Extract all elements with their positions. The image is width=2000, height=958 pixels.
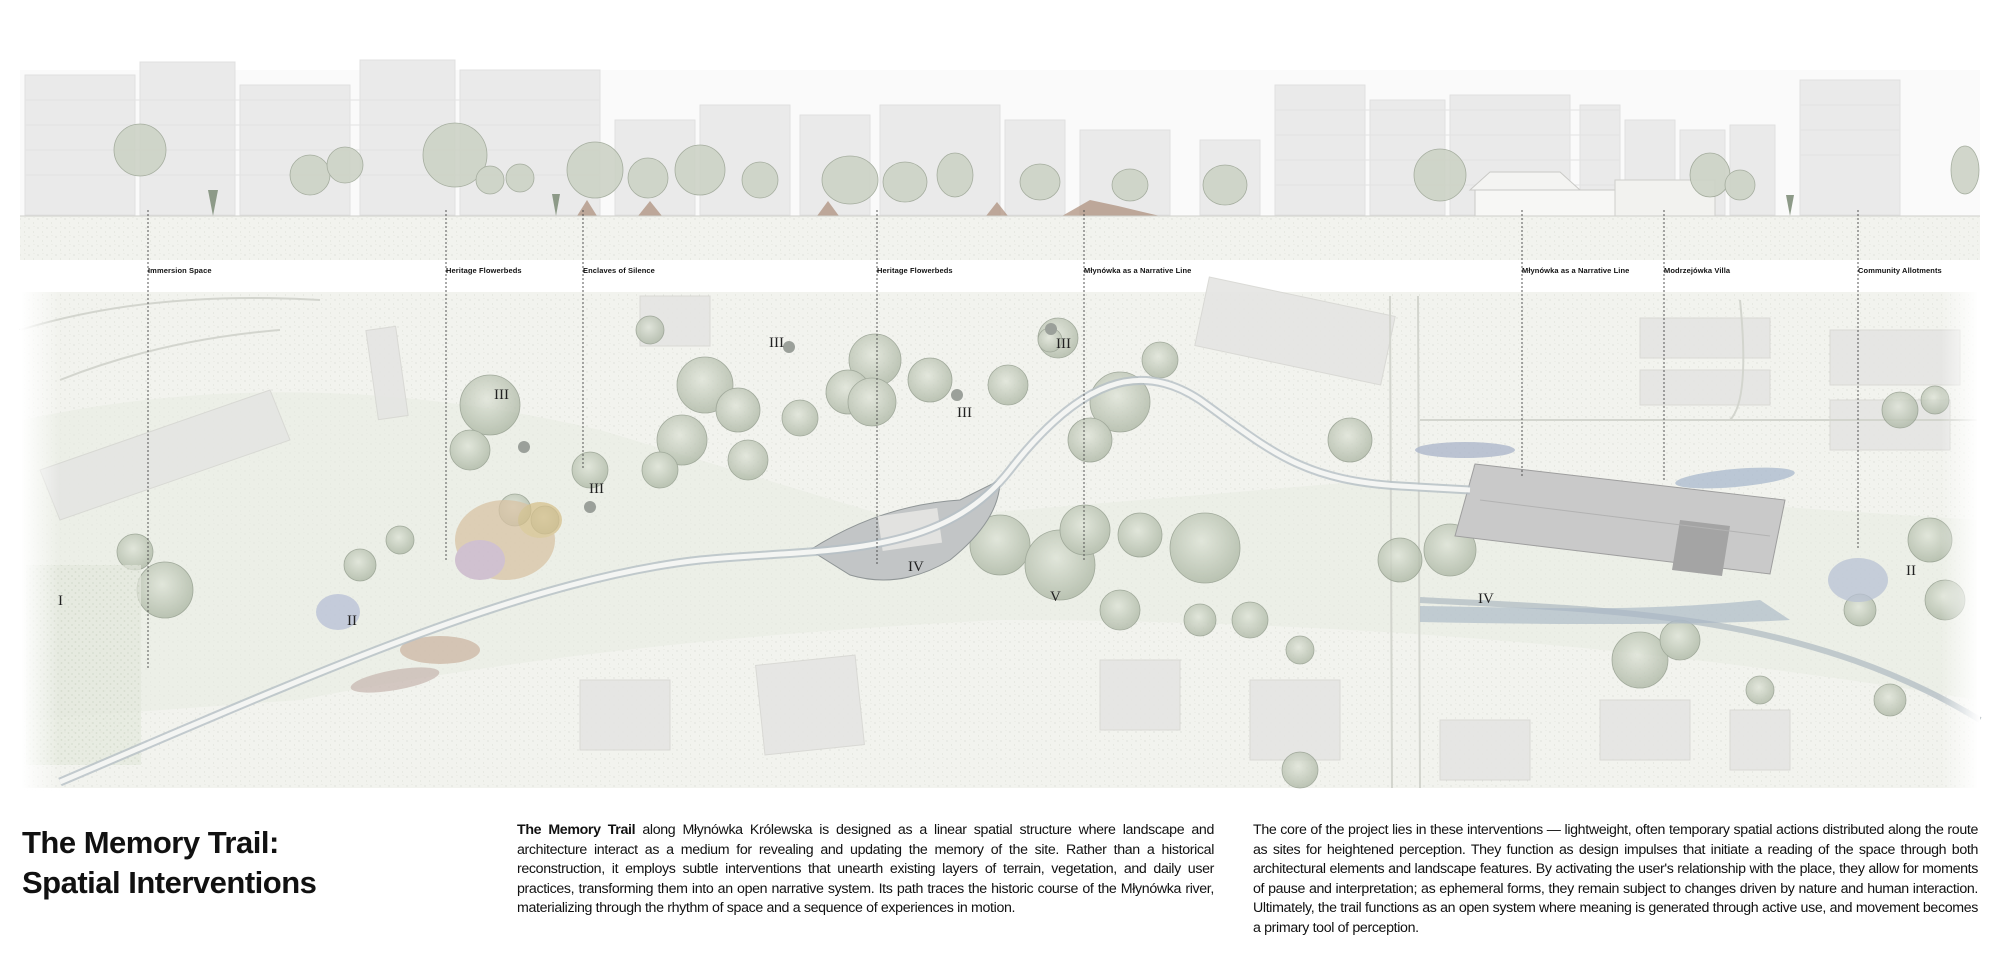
site-drawing [19, 59, 1982, 792]
zone-marker: III [957, 405, 972, 421]
description-body-2: The core of the project lies in these in… [1253, 822, 1978, 936]
zone-marker: III [589, 481, 604, 497]
elevation-section [20, 59, 1980, 260]
callout-community-allotments: Community Allotments [1858, 266, 1942, 275]
zone-marker: II [347, 613, 357, 629]
description-body-1: along Młynówka Królewska is designed as … [517, 822, 1214, 917]
zone-marker: I [58, 593, 63, 609]
river-channel [1420, 600, 1790, 625]
page-title-line-1: The Memory Trail: [22, 825, 279, 860]
callout-mlynowka-narrative-line: Młynówka as a Narrative Line [1522, 266, 1630, 275]
zone-marker: III [769, 335, 784, 351]
zone-marker: V [1050, 589, 1061, 605]
zone-marker: III [1056, 336, 1071, 352]
zone-marker: II [1906, 563, 1916, 579]
callout-heritage-flowerbeds: Heritage Flowerbeds [446, 266, 522, 275]
site-plan [19, 276, 1982, 792]
callout-enclaves-of-silence: Enclaves of Silence [583, 266, 655, 275]
villa-plan [1454, 463, 1786, 576]
callout-heritage-flowerbeds: Heritage Flowerbeds [877, 266, 953, 275]
callout-immersion-space: Immersion Space [148, 266, 212, 275]
callout-mlynowka-narrative-line: Młynówka as a Narrative Line [1084, 266, 1192, 275]
callout-leaders [147, 210, 1859, 668]
callout-modrzejowka-villa: Modrzejówka Villa [1664, 266, 1731, 275]
page-title: The Memory Trail: Spatial Interventions [22, 823, 317, 903]
description-column-1: The Memory Trail along Młynówka Królewsk… [517, 821, 1214, 919]
zone-marker: IV [1478, 591, 1494, 607]
zone-marker: III [494, 387, 509, 403]
page-title-line-2: Spatial Interventions [22, 865, 317, 900]
description-lead: The Memory Trail [517, 822, 636, 838]
description-column-2: The core of the project lies in these in… [1253, 821, 1978, 939]
zone-marker: IV [908, 559, 924, 575]
